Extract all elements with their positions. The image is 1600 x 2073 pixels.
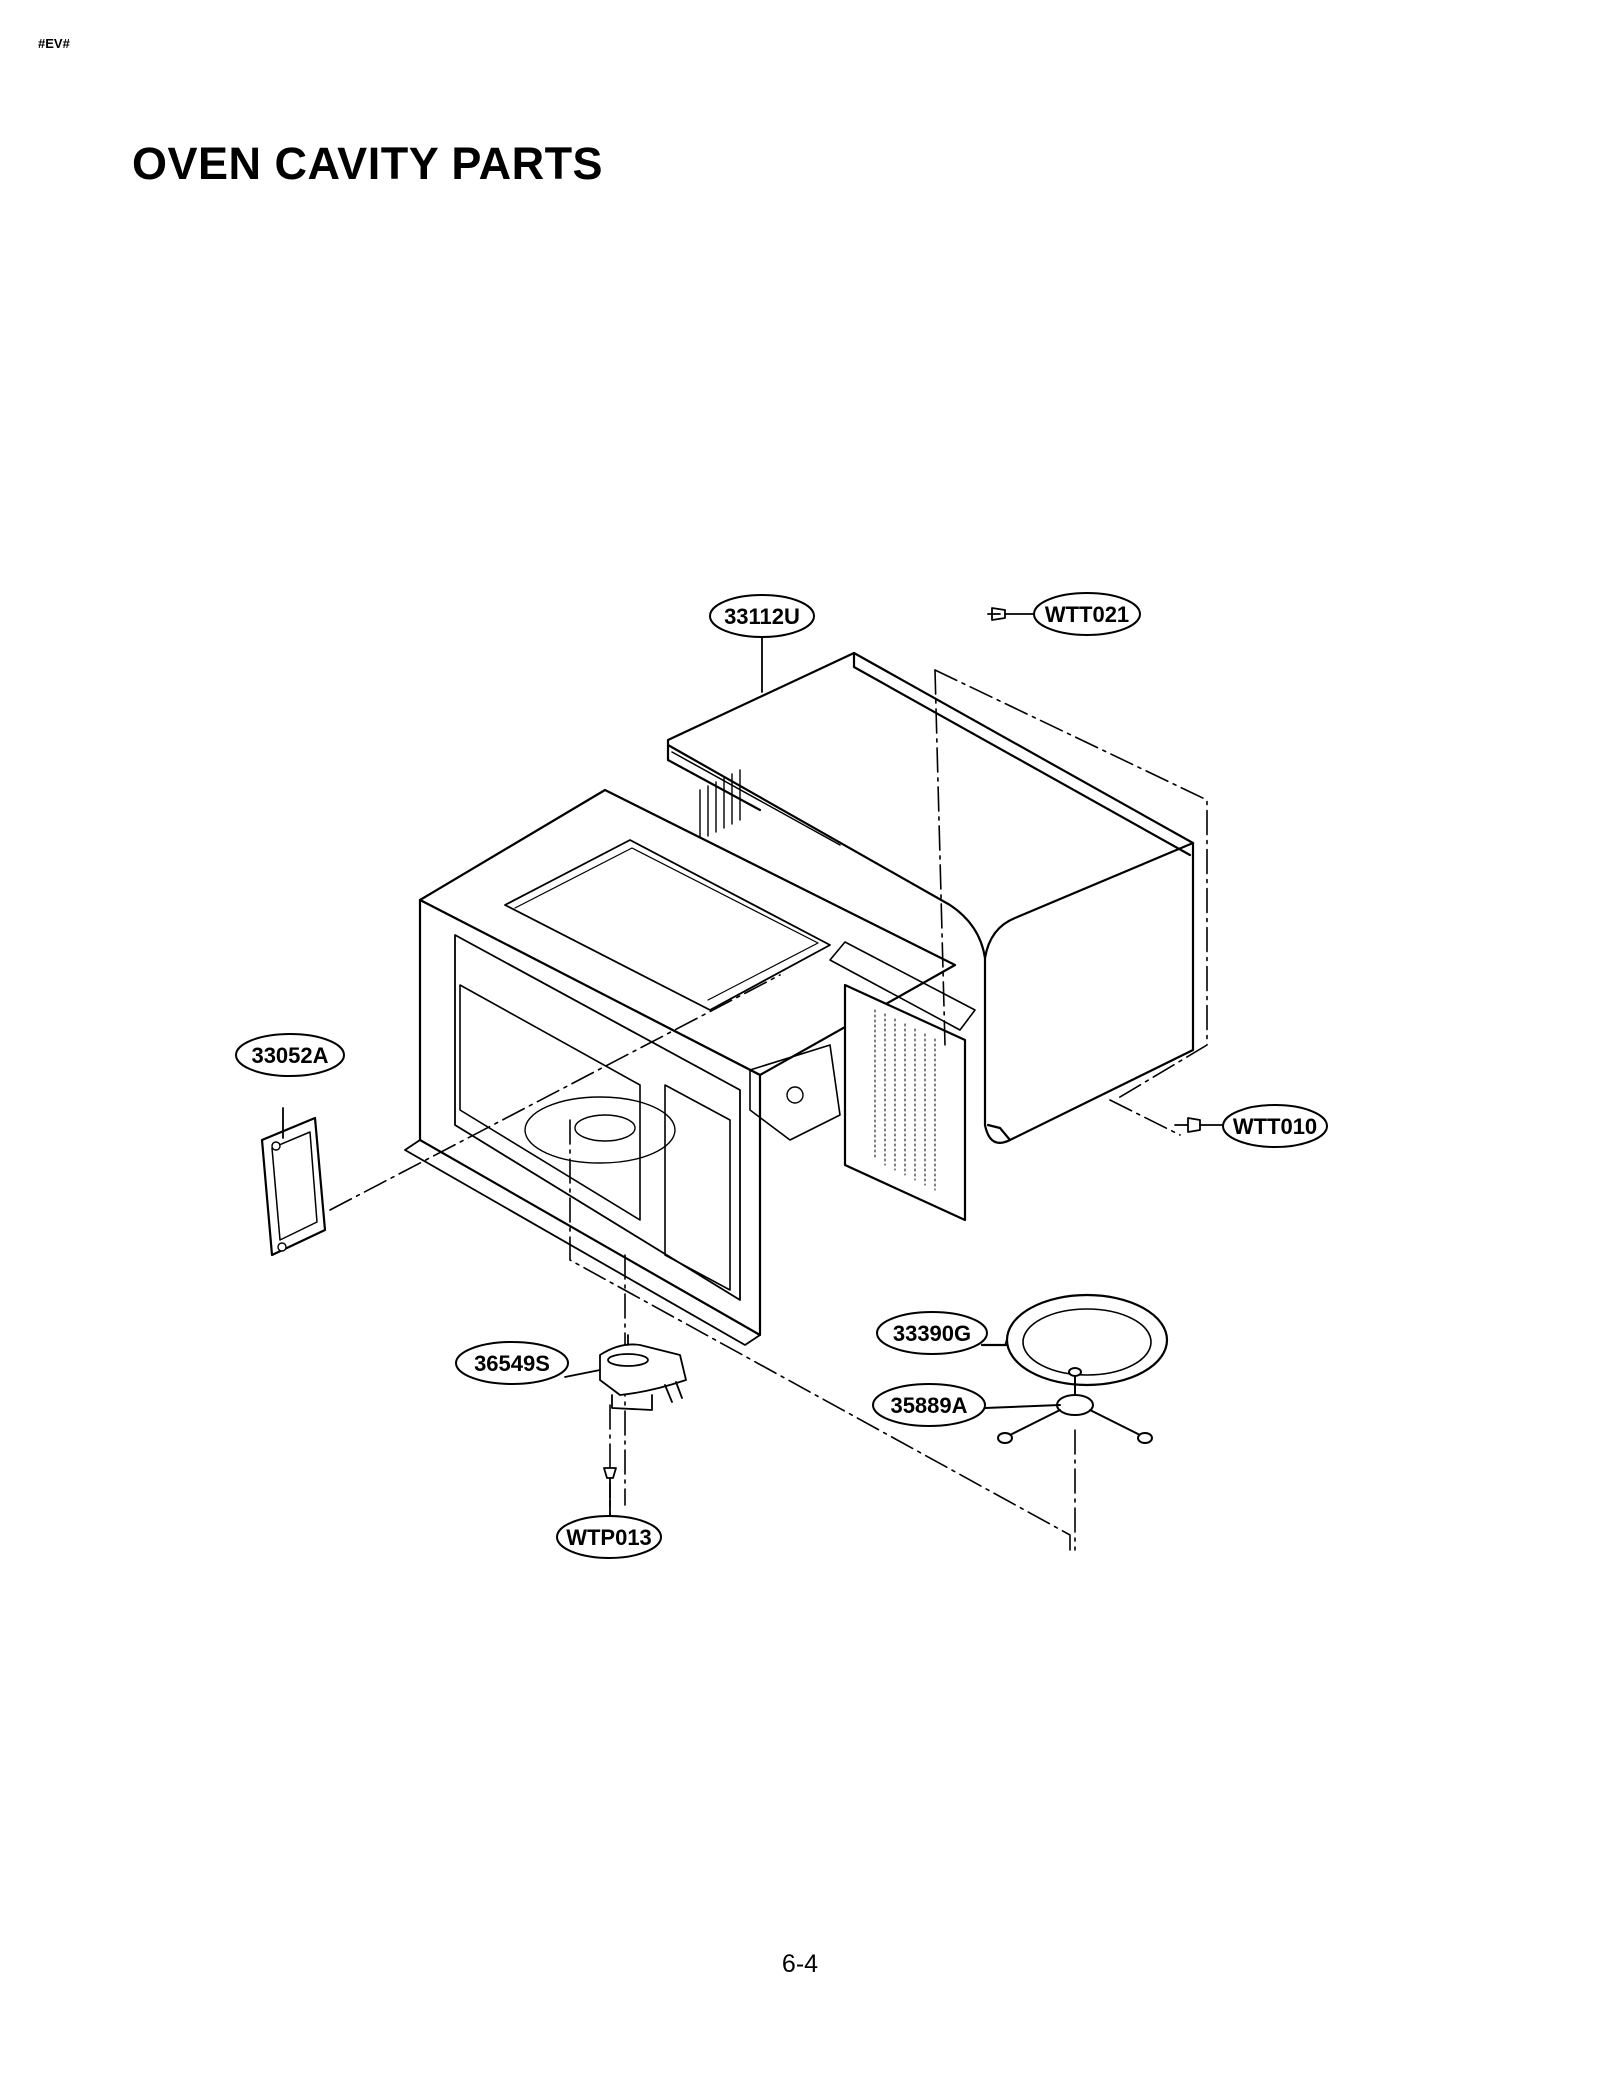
callout-WTP013-label: WTP013: [566, 1525, 652, 1550]
page-title: OVEN CAVITY PARTS: [132, 138, 604, 189]
callout-33112U-label: 33112U: [724, 604, 800, 629]
screw-WTT021-icon: [987, 607, 1041, 621]
document-tag: #EV#: [38, 36, 70, 51]
callout-35889A: 35889A: [872, 1383, 986, 1427]
page-number: 6-4: [781, 1950, 819, 1978]
callout-33390G: 33390G: [876, 1311, 988, 1355]
callout-36549S: 36549S: [455, 1341, 569, 1385]
screw-WTT010-icon: [1174, 1117, 1231, 1133]
callout-WTP013: WTP013: [556, 1515, 662, 1559]
callout-WTT010: WTT010: [1222, 1104, 1328, 1148]
turntable-motor-icon: [564, 1334, 687, 1411]
glass-turntable-tray-icon: [980, 1293, 1169, 1387]
callout-WTT021: WTT021: [1033, 592, 1141, 636]
callout-WTT010-label: WTT010: [1233, 1114, 1317, 1139]
callout-35889A-label: 35889A: [890, 1393, 967, 1418]
callout-33112U: 33112U: [709, 594, 815, 638]
callout-36549S-label: 36549S: [474, 1351, 550, 1376]
callout-33390G-label: 33390G: [893, 1321, 971, 1346]
outer-case: [666, 651, 1195, 1144]
callout-33052A: 33052A: [235, 1033, 345, 1077]
callout-33052A-label: 33052A: [251, 1043, 328, 1068]
roller-guide-icon: [984, 1367, 1153, 1444]
oven-cavity: [404, 788, 976, 1346]
waveguide-cover-icon: [260, 1107, 327, 1257]
callout-WTT021-label: WTT021: [1045, 602, 1129, 627]
